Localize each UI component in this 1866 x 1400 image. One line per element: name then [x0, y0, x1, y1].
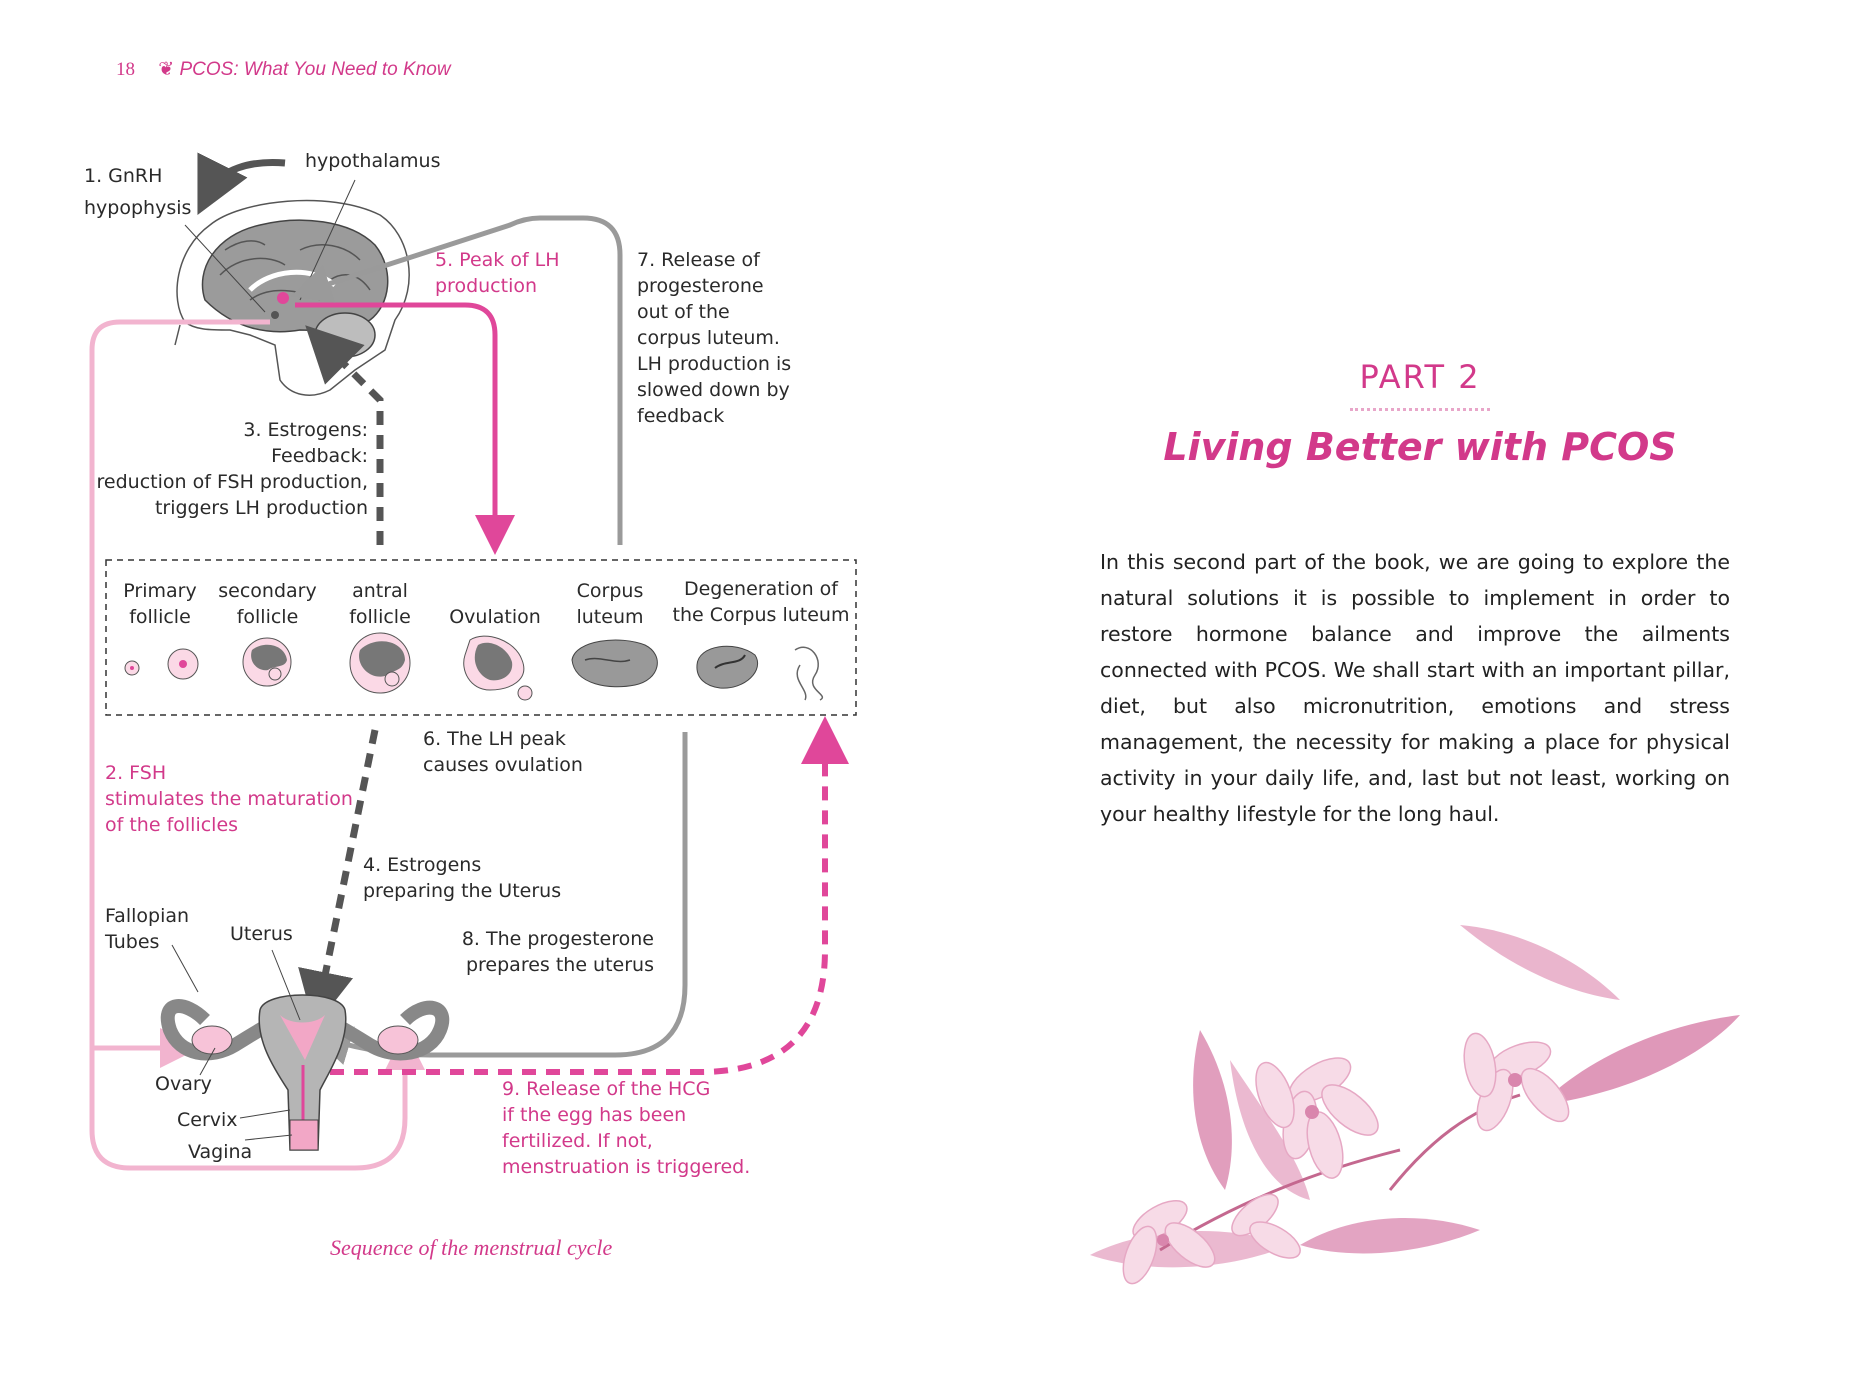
hcg-line-1: 9. Release of the HCG	[502, 1078, 711, 1100]
brain-illustration	[174, 199, 410, 396]
fallopian-line-1: Fallopian	[105, 905, 190, 927]
stage-1-line-2: follicle	[236, 606, 299, 628]
part-title: Living Better with PCOS	[1163, 425, 1677, 469]
label-estrogens-uterus: 4. Estrogens preparing the Uterus	[363, 852, 561, 904]
leaf-icon: ❦	[158, 59, 175, 80]
progesterone-line-6: slowed down by	[637, 379, 790, 401]
label-fallopian-tubes: Fallopian Tubes	[105, 903, 189, 955]
label-progesterone-release: 7. Release of progesterone out of the co…	[637, 247, 791, 429]
progesterone-line-3: out of the	[637, 301, 730, 323]
label-progesterone-uterus: 8. The progesterone prepares the uterus	[440, 926, 654, 978]
stage-2-line-1: antral	[352, 580, 408, 602]
stage-label-corpus-luteum: Corpus luteum	[560, 578, 660, 630]
progesterone-line-2: progesterone	[637, 275, 764, 297]
estrogens-line-1: 3. Estrogens:	[243, 419, 368, 441]
ovulation-line-2: causes ovulation	[423, 754, 583, 776]
stage-4-line-1: Corpus	[576, 580, 644, 602]
estrogens-line-2: Feedback:	[271, 445, 368, 467]
part-label: PART 2	[1359, 358, 1481, 396]
label-fsh: 2. FSH stimulates the maturation of the …	[105, 760, 353, 838]
flower-illustration	[1090, 925, 1740, 1285]
label-lh-peak-ovulation: 6. The LH peak causes ovulation	[423, 726, 583, 778]
stage-5-line-1: Degeneration of	[683, 578, 838, 600]
progesterone-line-5: LH production is	[637, 353, 792, 375]
ovulation-line-1: 6. The LH peak	[423, 728, 566, 750]
fsh-line-2: stimulates the maturation	[105, 788, 353, 810]
hcg-line-2: if the egg has been	[502, 1104, 687, 1126]
progesterone-line-7: feedback	[637, 405, 725, 427]
label-ovary: Ovary	[155, 1073, 212, 1095]
stage-3-line-2: Ovulation	[449, 606, 541, 628]
uterus-illustration	[160, 944, 450, 1151]
stage-label-ovulation: Ovulation	[440, 578, 550, 630]
stage-0-line-1: Primary	[123, 580, 197, 602]
estrogens-line-3: reduction of FSH production,	[96, 471, 368, 493]
figure-caption: Sequence of the menstrual cycle	[330, 1235, 613, 1260]
stage-label-primary: Primary follicle	[110, 578, 210, 630]
book-title: PCOS: What You Need to Know	[179, 59, 451, 80]
label-lh-peak: 5. Peak of LH production	[435, 247, 560, 299]
stage-label-secondary: secondary follicle	[210, 578, 325, 630]
fsh-line-1: 2. FSH	[105, 762, 167, 784]
stage-4-line-2: luteum	[576, 606, 644, 628]
fsh-line-3: of the follicles	[105, 814, 239, 836]
stage-1-line-1: secondary	[218, 580, 317, 602]
follicle-stages-box	[105, 559, 857, 716]
label-gnrh: 1. GnRH	[84, 165, 163, 187]
label-uterus: Uterus	[230, 923, 293, 945]
progesterone-line-1: 7. Release of	[637, 249, 760, 271]
label-estrogens-feedback: 3. Estrogens: Feedback: reduction of FSH…	[90, 417, 368, 521]
label-cervix: Cervix	[177, 1109, 238, 1131]
fallopian-line-2: Tubes	[105, 931, 160, 953]
stage-label-degeneration: Degeneration of the Corpus luteum	[668, 576, 854, 628]
running-header: 18 ❦ PCOS: What You Need to Know	[116, 58, 451, 81]
lh-peak-line-1: 5. Peak of LH	[435, 249, 560, 271]
stage-2-line-2: follicle	[349, 606, 411, 628]
progesterone-line-4: corpus luteum.	[637, 327, 780, 349]
lh-peak-line-2: production	[435, 275, 538, 297]
stage-3-line-1	[440, 578, 550, 604]
estrogens-line-4: triggers LH production	[154, 497, 368, 519]
part-intro-paragraph: In this second part of the book, we are …	[1100, 550, 1730, 826]
prog8-line-1: 8. The progesterone	[461, 928, 654, 950]
label-vagina: Vagina	[188, 1141, 253, 1163]
hcg-line-4: menstruation is triggered.	[502, 1156, 751, 1178]
stage-label-antral: antral follicle	[330, 578, 430, 630]
stage-0-line-2: follicle	[129, 606, 191, 628]
stage-5-line-2: the Corpus luteum	[672, 604, 850, 626]
estrogens4-line-1: 4. Estrogens	[363, 854, 482, 876]
prog8-line-2: prepares the uterus	[465, 954, 654, 976]
page-number: 18	[116, 59, 135, 80]
dotted-divider	[1350, 408, 1490, 411]
label-hcg: 9. Release of the HCG if the egg has bee…	[502, 1076, 750, 1180]
estrogens4-line-2: preparing the Uterus	[363, 880, 562, 902]
hcg-line-3: fertilized. If not,	[502, 1130, 653, 1152]
label-hypophysis: hypophysis	[84, 197, 192, 219]
label-hypothalamus: hypothalamus	[305, 150, 441, 172]
follicle-stage-icons	[124, 632, 823, 701]
